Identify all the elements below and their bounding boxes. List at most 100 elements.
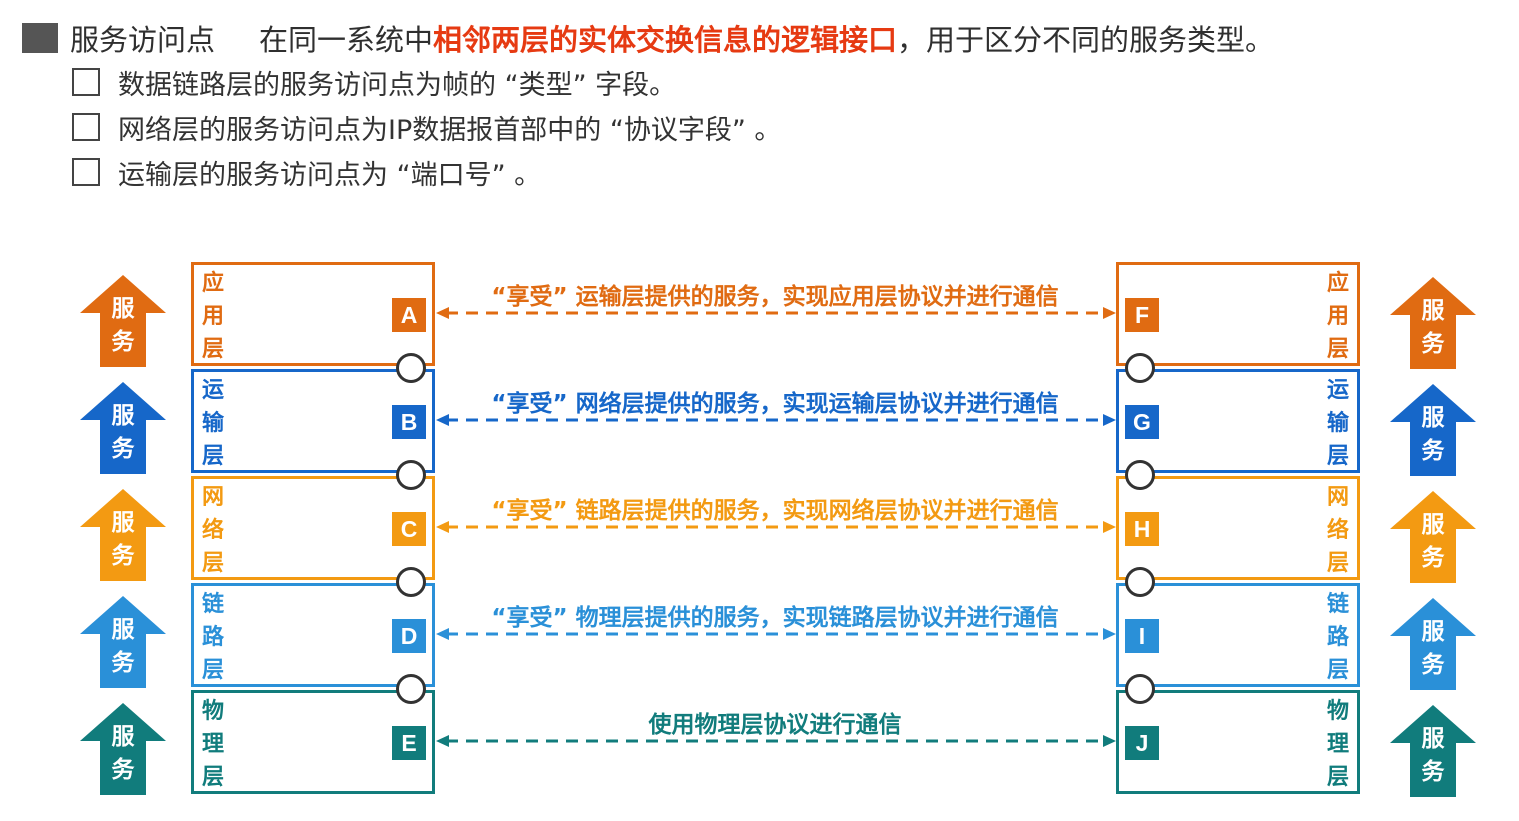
service-label-char: 务 — [1421, 759, 1445, 785]
bullet-item: 网络层的服务访问点为IP数据报首部中的 “协议字段” 。 — [72, 107, 781, 147]
layer-name-char: 输 — [201, 411, 224, 436]
layer-name: 物理层 — [200, 695, 226, 794]
checkbox-icon — [72, 158, 100, 186]
service-label-char: 务 — [111, 757, 135, 783]
up-arrow-icon — [1390, 384, 1476, 476]
layer-name-char: 网 — [201, 485, 224, 510]
right-layer-box: 链路层 I — [1116, 583, 1360, 687]
service-label-char: 服 — [1421, 726, 1445, 752]
service-up-arrow: 服务 — [1390, 277, 1476, 369]
right-entity-badge: I — [1125, 619, 1159, 653]
layer-name-char: 路 — [1326, 625, 1349, 650]
layer-name-char: 层 — [1326, 765, 1349, 790]
header-desc-highlight: 相邻两层的实体交换信息的逻辑接口 — [433, 23, 898, 57]
right-layer-box: 物理层 J — [1116, 690, 1360, 794]
service-label: 服务 — [1390, 295, 1476, 361]
layer-name-char: 运 — [1326, 378, 1349, 403]
service-access-point-icon — [1125, 567, 1155, 597]
up-arrow-icon — [1390, 277, 1476, 369]
layer-name-char: 层 — [201, 444, 224, 469]
service-access-point-icon — [396, 674, 426, 704]
service-label-char: 务 — [1421, 652, 1445, 678]
layer-name: 应用层 — [1325, 267, 1351, 366]
layer-name-char: 络 — [201, 518, 224, 543]
layer-name-char: 运 — [201, 378, 224, 403]
service-up-arrow: 服务 — [80, 489, 166, 581]
service-up-arrow: 服务 — [80, 596, 166, 688]
service-label: 服务 — [80, 507, 166, 573]
service-label: 服务 — [1390, 616, 1476, 682]
layer-name: 网络层 — [1325, 481, 1351, 580]
bullet-item: 数据链路层的服务访问点为帧的 “类型” 字段。 — [72, 62, 676, 102]
up-arrow-icon — [80, 382, 166, 474]
service-label-char: 服 — [1421, 619, 1445, 645]
left-entity-badge: C — [392, 512, 426, 546]
layer-name-char: 应 — [201, 271, 224, 296]
layer-name-char: 层 — [201, 765, 224, 790]
service-label-char: 务 — [1421, 331, 1445, 357]
header-term: 服务访问点 — [70, 23, 216, 57]
peer-link-label: 使用物理层协议进行通信 — [648, 712, 902, 738]
service-access-point-icon — [396, 353, 426, 383]
service-up-arrow: 服务 — [80, 703, 166, 795]
bullet-item: 运输层的服务访问点为 “端口号” 。 — [72, 152, 541, 192]
up-arrow-icon — [80, 275, 166, 367]
header-desc-post: ，用于区分不同的服务类型。 — [897, 23, 1275, 57]
right-entity-badge: J — [1125, 726, 1159, 760]
right-entity-badge: G — [1125, 405, 1159, 439]
left-entity-badge: D — [392, 619, 426, 653]
service-label-char: 服 — [111, 296, 135, 322]
left-layer-box: 链路层 D — [191, 583, 435, 687]
service-label-char: 服 — [111, 724, 135, 750]
right-entity-badge: H — [1125, 512, 1159, 546]
service-label-char: 服 — [1421, 298, 1445, 324]
service-label: 服务 — [80, 293, 166, 359]
peer-link-label: “享受” 链路层提供的服务，实现网络层协议并进行通信 — [491, 498, 1059, 524]
checkbox-icon — [72, 113, 100, 141]
service-label-char: 务 — [1421, 545, 1445, 571]
service-label: 服务 — [80, 614, 166, 680]
right-entity-badge: F — [1125, 298, 1159, 332]
up-arrow-icon — [1390, 491, 1476, 583]
layer-name-char: 络 — [1326, 518, 1349, 543]
service-up-arrow: 服务 — [1390, 705, 1476, 797]
layer-name-char: 层 — [201, 337, 224, 362]
peer-link-label: “享受” 物理层提供的服务，实现链路层协议并进行通信 — [491, 605, 1059, 631]
layer-name-char: 链 — [201, 592, 224, 617]
left-layer-box: 网络层 C — [191, 476, 435, 580]
layer-name-char: 用 — [201, 304, 224, 329]
layer-name: 应用层 — [200, 267, 226, 366]
layer-name-char: 理 — [201, 732, 224, 757]
left-entity-badge: A — [392, 298, 426, 332]
layer-name: 运输层 — [1325, 374, 1351, 473]
service-up-arrow: 服务 — [80, 382, 166, 474]
service-access-point-icon — [1125, 674, 1155, 704]
up-arrow-icon — [1390, 705, 1476, 797]
layer-name-char: 层 — [1326, 337, 1349, 362]
layer-name: 链路层 — [200, 588, 226, 687]
layer-name-char: 链 — [1326, 592, 1349, 617]
peer-link-label: “享受” 运输层提供的服务，实现应用层协议并进行通信 — [491, 284, 1059, 310]
service-label: 服务 — [80, 721, 166, 787]
layer-name: 链路层 — [1325, 588, 1351, 687]
layer-name-char: 物 — [1326, 699, 1349, 724]
service-up-arrow: 服务 — [1390, 384, 1476, 476]
left-layer-box: 应用层 A — [191, 262, 435, 366]
service-label: 服务 — [80, 400, 166, 466]
layer-name-char: 网 — [1326, 485, 1349, 510]
service-label: 服务 — [1390, 509, 1476, 575]
layer-name-char: 层 — [1326, 444, 1349, 469]
layer-name: 物理层 — [1325, 695, 1351, 794]
layer-name-char: 用 — [1326, 304, 1349, 329]
service-label: 服务 — [1390, 723, 1476, 789]
service-up-arrow: 服务 — [1390, 491, 1476, 583]
layer-name-char: 理 — [1326, 732, 1349, 757]
service-label-char: 务 — [111, 650, 135, 676]
layer-name-char: 层 — [201, 551, 224, 576]
bullet-square-icon — [22, 23, 58, 53]
service-label-char: 服 — [1421, 512, 1445, 538]
layer-name-char: 路 — [201, 625, 224, 650]
service-label-char: 服 — [111, 510, 135, 536]
